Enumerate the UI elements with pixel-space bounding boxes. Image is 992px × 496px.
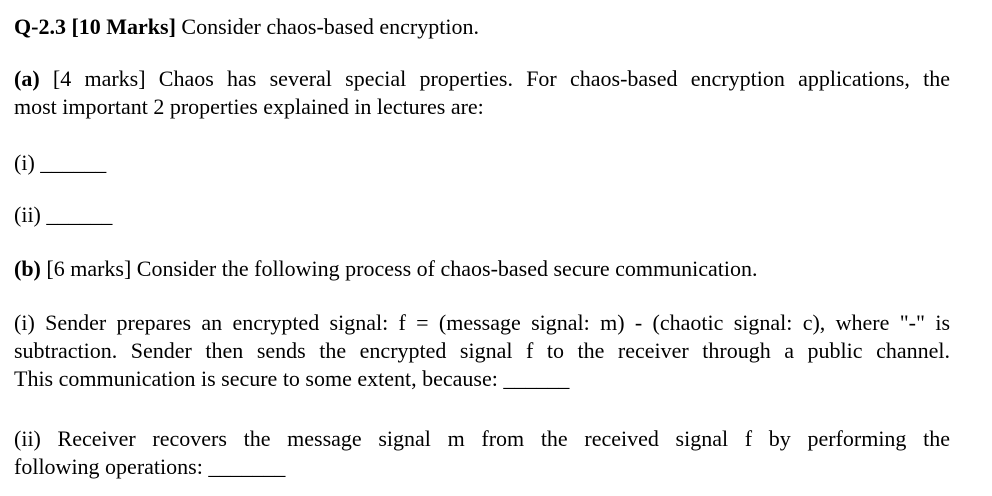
part-b-i-paragraph: (i) Sender prepares an encrypted signal:… (14, 309, 950, 393)
answer-blank-ii: ______ (46, 202, 113, 227)
part-b-ii-line-1: (ii) Receiver recovers the message signa… (14, 426, 950, 451)
part-a-label: (a) (14, 66, 40, 91)
part-a-paragraph: (a) [4 marks] Chaos has several special … (14, 65, 950, 121)
answer-item-i: (i) ______ (14, 149, 950, 177)
part-b-i-line-3-text: This communication is secure to some ext… (14, 366, 504, 391)
question-number-marks: Q-2.3 [10 Marks] (14, 14, 176, 39)
item-ii-label: (ii) (14, 202, 47, 227)
part-b-label: (b) (14, 256, 41, 281)
part-b-paragraph: (b) [6 marks] Consider the following pro… (14, 255, 950, 283)
answer-blank-because: ______ (503, 366, 570, 391)
part-b-ii-line-2: following operations: _______ (14, 453, 950, 481)
part-b-ii-line-2-text: following operations: (14, 454, 209, 479)
part-a-line-2: most important 2 properties explained in… (14, 94, 484, 119)
part-b-ii-paragraph: (ii) Receiver recovers the message signa… (14, 425, 950, 481)
part-a-line-1-text: [4 marks] Chaos has several special prop… (39, 66, 950, 91)
part-b-i-line-2: subtraction. Sender then sends the encry… (14, 338, 950, 363)
part-b-i-line-3: This communication is secure to some ext… (14, 365, 950, 393)
answer-item-ii: (ii) ______ (14, 201, 950, 229)
answer-blank-operations: _______ (208, 454, 286, 479)
question-intro-text: Consider chaos-based encryption. (175, 14, 479, 39)
part-a-line-1: (a) [4 marks] Chaos has several special … (14, 65, 950, 93)
question-header: Q-2.3 [10 Marks] Consider chaos-based en… (14, 13, 950, 41)
part-b-text: [6 marks] Consider the following process… (40, 256, 758, 281)
part-b-i-line-1: (i) Sender prepares an encrypted signal:… (14, 310, 950, 335)
answer-blank-i: ______ (40, 150, 107, 175)
item-i-label: (i) (14, 150, 41, 175)
